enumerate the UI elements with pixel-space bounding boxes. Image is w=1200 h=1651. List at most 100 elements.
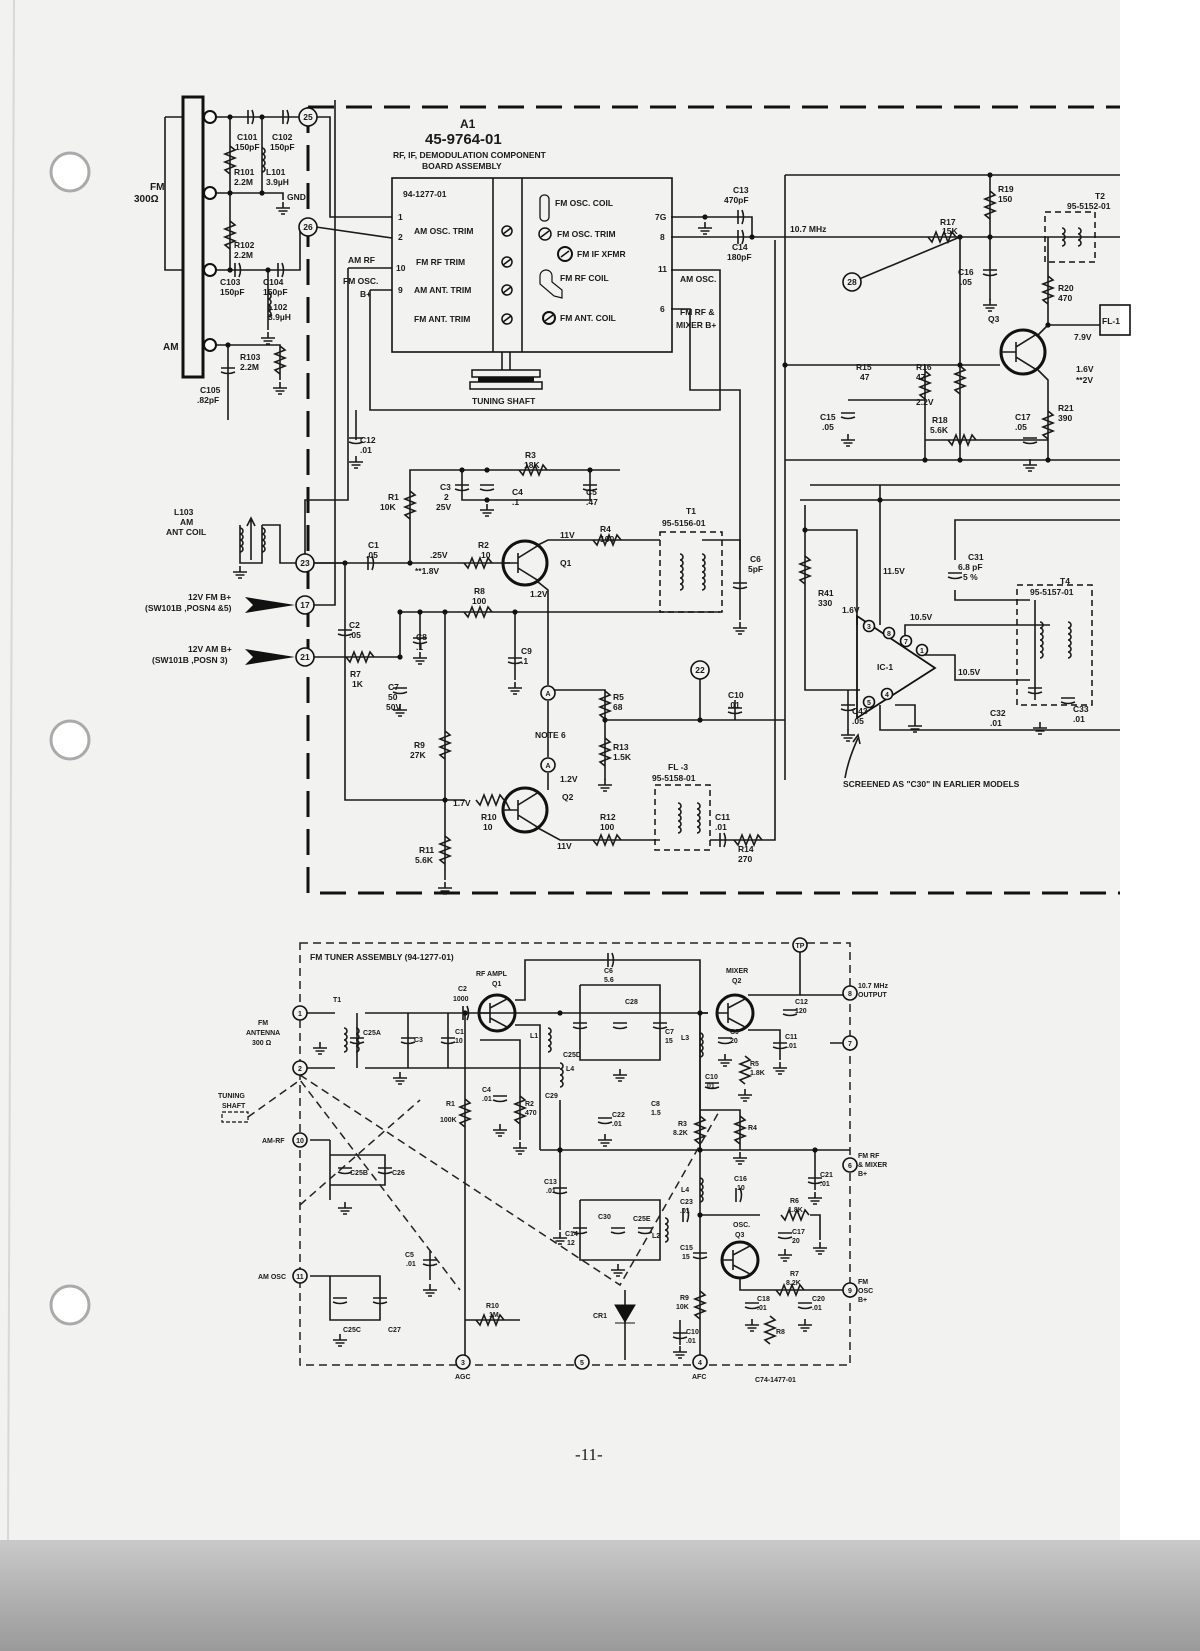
meter-node-a [540,685,556,701]
junction-dot [587,467,593,473]
ganged-capacitor-linkage [247,1074,721,1291]
resistor-symbol [692,1115,708,1145]
svg-text:T1: T1 [686,506,696,516]
tuner-part-label-r1v: 100K [440,1117,457,1124]
resistor-symbol [592,832,622,848]
capacitor-symbol [400,1037,416,1045]
svg-text:100: 100 [600,822,614,832]
tuner-node-7-label: 7 [848,1041,852,1048]
svg-text:(SW101B ,POSN4 &5): (SW101B ,POSN4 &5) [145,603,232,613]
svg-text:15K: 15K [942,226,958,236]
ground-icon [493,1124,507,1137]
svg-text:C43: C43 [852,706,868,716]
svg-text:47: 47 [860,372,870,382]
svg-text:OUTPUT: OUTPUT [858,992,888,999]
svg-text:8: 8 [660,232,665,242]
tuner-node-10 [292,1132,308,1148]
tuner-part-label-r5: R5 [750,1061,759,1068]
tuner-part-label-r5v: 1.8K [750,1070,765,1077]
tuner-part-label-c14: C14 [565,1231,578,1238]
ground-icon [798,1319,812,1332]
svg-text:7.9V: 7.9V [1074,332,1092,342]
ground-icon [513,1142,527,1155]
fm-osc-label: FM OSC. [343,276,378,286]
svg-text:FL -3: FL -3 [668,762,688,772]
adjuster-icons[interactable] [538,194,573,325]
resistor-symbol [797,555,813,585]
resistor-symbol [737,1055,753,1085]
svg-text:TUNING: TUNING [218,1093,245,1100]
svg-text:**2V: **2V [1076,375,1093,385]
ic1-pin-label: 1 [920,648,924,655]
capacitor-symbol [597,1117,613,1125]
svg-text:B+: B+ [858,1171,867,1178]
wire [515,959,701,1150]
svg-text:R16: R16 [916,362,932,372]
tuner-part-label-c10v: .01 [705,1083,715,1090]
svg-text:OSC: OSC [858,1288,873,1295]
wire [851,236,961,283]
svg-text:R102: R102 [234,240,255,250]
svg-text:C14: C14 [732,242,748,252]
svg-text:470: 470 [1058,293,1072,303]
inductor-symbol [1061,227,1066,247]
tuner-part-label-c25a: C25A [363,1030,381,1037]
tuner-part-label-r9v: 10K [676,1304,689,1311]
node-28 [842,272,862,292]
capacitor-symbol [349,1037,365,1045]
svg-text:C10: C10 [728,690,744,700]
resistor-symbol [1040,410,1056,440]
wire [310,1275,381,1321]
svg-text:.05: .05 [960,277,972,287]
ic1-pin [862,695,876,709]
tuner-part-label-r6v: 1.8K [788,1207,803,1214]
tuner-part-label-r4: R4 [748,1125,757,1132]
page-edge [1120,0,1200,1651]
tuner-part-label-rfampl: RF AMPL [476,971,508,978]
tuner-part-label-c25e: C25E [633,1216,651,1223]
tuner-part-label-q2: Q2 [732,978,741,985]
svg-text:R1: R1 [388,492,399,502]
transistor-leads [722,1244,752,1276]
svg-text:C103: C103 [220,277,241,287]
am-osc-label: AM OSC. [680,274,716,284]
resistor-symbol [927,229,957,245]
tuner-part-label-c28: C28 [625,999,638,1006]
tuner-node-3 [455,1354,471,1370]
svg-text:47: 47 [916,372,926,382]
junction-dot [697,717,703,723]
svg-text:FM: FM [258,1020,268,1027]
a1-ref: A1 [460,117,476,131]
wire [304,268,349,555]
svg-text:L102: L102 [268,302,288,312]
arrow-head-icon [852,733,861,745]
capacitor-symbol [392,687,408,695]
capacitor-symbol [332,1297,348,1305]
capacitor-symbol [348,437,364,445]
svg-text:7G: 7G [655,212,667,222]
svg-text:.01: .01 [1073,714,1085,724]
svg-text:.05: .05 [1015,422,1027,432]
ic1-pin-label: 3 [867,624,871,631]
tuner-part-label-r3v: 8.2K [673,1130,688,1137]
t4-transformer-shield [1016,584,1093,706]
capacitor-symbol [772,1042,788,1050]
trim-screw-icons[interactable] [501,225,513,325]
wire [671,308,741,560]
page-number: -11- [575,1445,603,1464]
svg-text:ANTENNA: ANTENNA [246,1030,280,1037]
svg-text:.1: .1 [521,656,528,666]
capacitor-symbol [412,637,428,645]
tuner-part-label-r7v: 8.2K [786,1280,801,1287]
resistor-symbol [592,532,622,548]
tuning-shaft-pulley-icon [469,352,543,390]
svg-text:SCREENED AS "C30" IN EARLIER M: SCREENED AS "C30" IN EARLIER MODELS [843,779,1020,789]
capacitor-symbol [840,412,856,420]
junction-dot [812,1147,818,1153]
tuner-node-2-label: 2 [298,1066,302,1073]
tuner-part-label-c23: C23 [680,1199,693,1206]
wire [164,117,183,271]
fm-impedance-label: 300Ω [134,194,159,205]
